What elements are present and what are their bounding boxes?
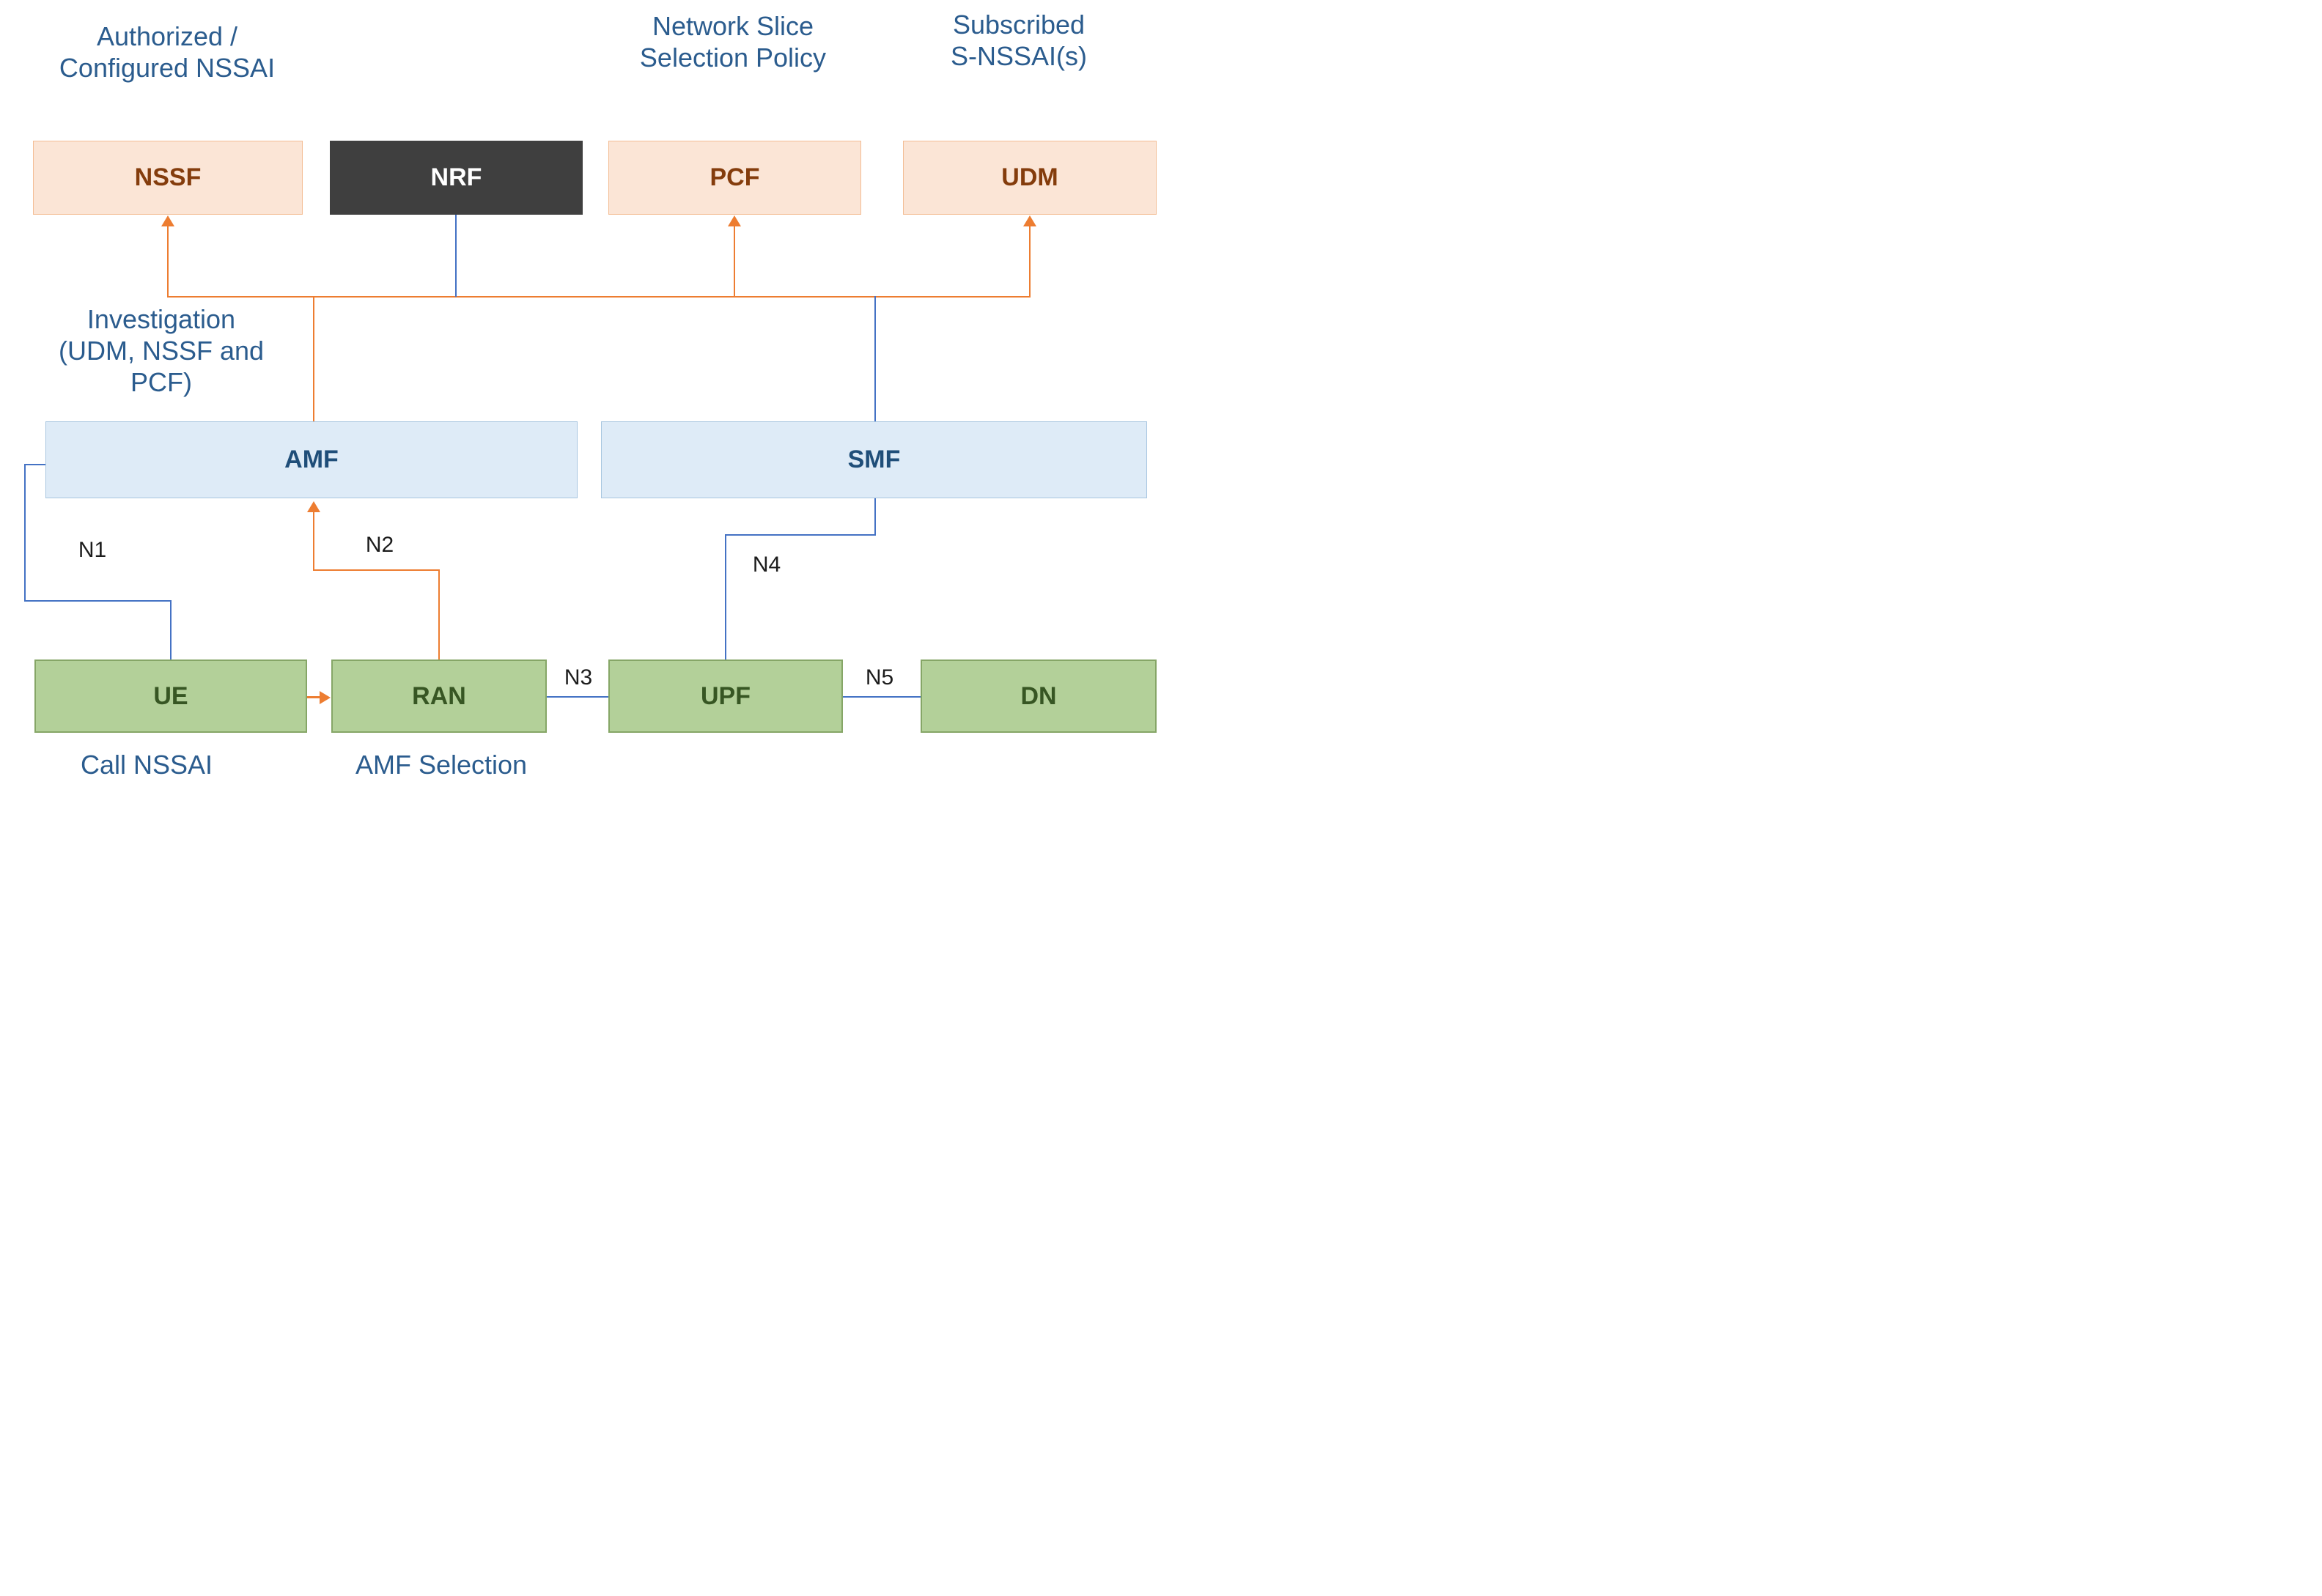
label-n2: N2 [365, 533, 394, 557]
annotation-call-nssai: Call NSSAI [80, 750, 213, 780]
n2-segment-horizontal [313, 569, 439, 571]
n3-link [547, 696, 608, 698]
node-upf: UPF [608, 660, 843, 733]
n5-link [843, 696, 921, 698]
n4-segment-to-upf [725, 534, 726, 660]
orange-bus-line [167, 296, 1031, 298]
annotation-authorized-configured-nssai: Authorized / Configured NSSAI [59, 21, 276, 83]
connector-bus-to-pcf [734, 226, 735, 298]
arrowhead-to-ran [320, 691, 331, 704]
network-slicing-diagram: Authorized / Configured NSSAI Network Sl… [0, 0, 1161, 798]
node-amf: AMF [45, 421, 578, 498]
n1-segment-from-amf [24, 464, 45, 465]
label-n4: N4 [752, 553, 781, 577]
annotation-investigation: Investigation (UDM, NSSF and PCF) [58, 304, 265, 397]
arrowhead-to-udm [1023, 215, 1036, 226]
label-n1: N1 [78, 538, 107, 562]
connector-bus-to-udm [1029, 226, 1031, 298]
label-n5: N5 [865, 665, 894, 690]
node-ran: RAN [331, 660, 547, 733]
n4-segment-from-smf [874, 498, 876, 536]
node-nrf: NRF [330, 141, 583, 215]
arrowhead-to-nssf [161, 215, 174, 226]
connector-smf-to-bus [874, 296, 876, 421]
node-dn: DN [921, 660, 1157, 733]
connector-ue-to-ran [307, 696, 322, 698]
n2-segment-from-ran [438, 569, 440, 660]
node-udm: UDM [903, 141, 1157, 215]
annotation-network-slice-selection-policy: Network Slice Selection Policy [639, 11, 827, 73]
n1-segment-to-ue [170, 600, 172, 660]
connector-bus-to-nssf [167, 226, 169, 298]
node-ue: UE [34, 660, 307, 733]
connector-amf-to-bus [313, 296, 314, 421]
n1-segment-horizontal [24, 600, 172, 602]
label-n3: N3 [564, 665, 593, 690]
arrowhead-to-pcf [728, 215, 741, 226]
annotation-amf-selection: AMF Selection [355, 750, 528, 780]
node-pcf: PCF [608, 141, 861, 215]
arrowhead-to-amf [307, 501, 320, 512]
annotation-subscribed-s-nssai: Subscribed S-NSSAI(s) [950, 10, 1087, 71]
n1-segment-vertical-left [24, 464, 26, 602]
connector-nrf-to-bus [455, 215, 457, 297]
n2-segment-to-amf [313, 511, 314, 571]
n4-segment-horizontal [725, 534, 876, 536]
node-nssf: NSSF [33, 141, 303, 215]
node-smf: SMF [601, 421, 1147, 498]
